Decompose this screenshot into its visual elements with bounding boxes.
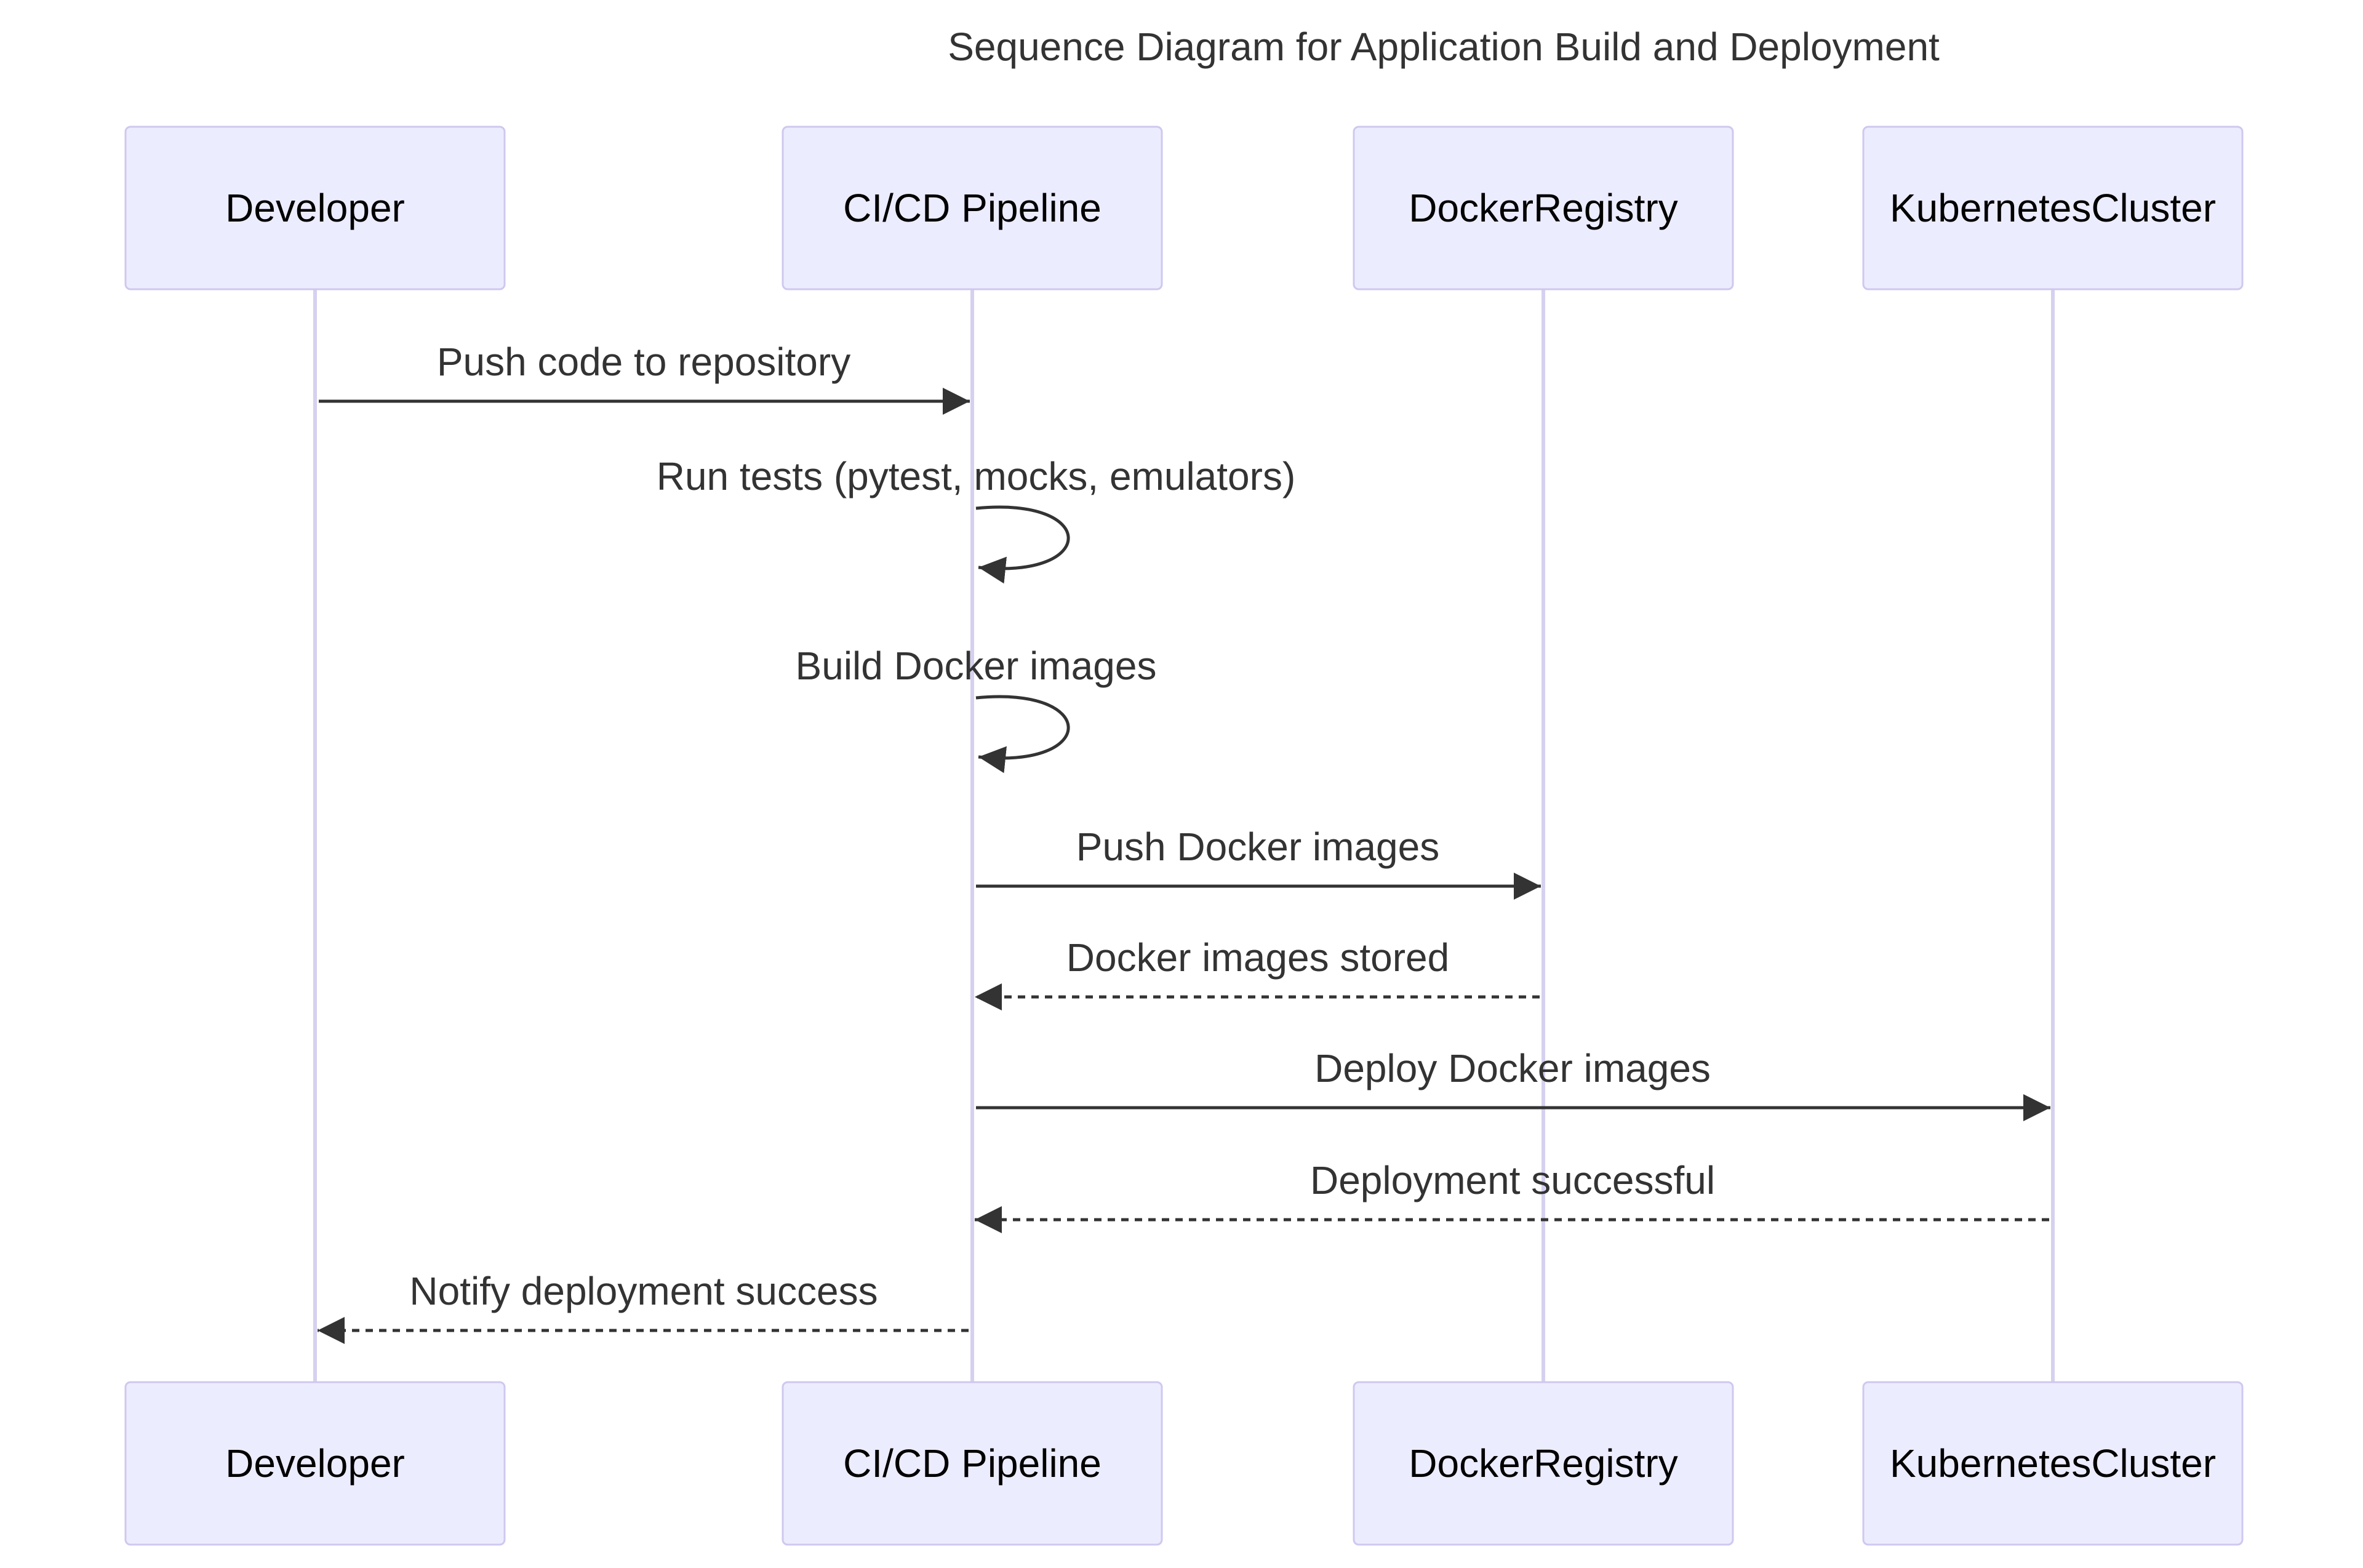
actor-box	[1353, 126, 1734, 290]
actor-label: KubernetesCluster	[1890, 186, 2216, 230]
message-8: Notify deployment success	[318, 1269, 969, 1344]
message-label: Deployment successful	[1310, 1158, 1715, 1202]
message-arrow	[975, 695, 1070, 774]
actors-bottom: Developer CI/CD Pipeline DockerRegistry Kub…	[124, 1381, 2244, 1546]
actor-ci-bottom: CI/CD Pipeline	[782, 1381, 1163, 1546]
actor-box	[782, 1381, 1163, 1546]
actor-box	[1862, 126, 2244, 290]
actor-label: CI/CD Pipeline	[843, 1441, 1102, 1486]
actor-ci-top: CI/CD Pipeline	[782, 126, 1163, 290]
actor-label: CI/CD Pipeline	[843, 186, 1102, 230]
actor-box	[124, 126, 506, 290]
actors-top: Developer CI/CD Pipeline DockerRegistry Kub…	[124, 126, 2244, 290]
message-label: Docker images stored	[1066, 935, 1449, 980]
message-1: Push code to repository	[319, 340, 970, 415]
actor-label: Developer	[225, 1441, 405, 1486]
actor-box	[1862, 1381, 2244, 1546]
actor-label: DockerRegistry	[1409, 186, 1677, 230]
actor-label: Developer	[225, 186, 405, 230]
message-4: Push Docker images	[976, 825, 1541, 900]
actor-k8s-top: KubernetesCluster	[1862, 126, 2244, 290]
actor-k8s-bottom: KubernetesCluster	[1862, 1381, 2244, 1546]
message-3: Build Docker images	[796, 644, 1157, 774]
actor-label: KubernetesCluster	[1890, 1441, 2216, 1486]
message-2: Run tests (pytest, mocks, emulators)	[657, 454, 1296, 584]
message-label: Run tests (pytest, mocks, emulators)	[657, 454, 1296, 498]
actor-box	[782, 126, 1163, 290]
actor-box	[124, 1381, 506, 1546]
message-6: Deploy Docker images	[976, 1046, 2050, 1121]
message-arrow	[975, 505, 1070, 584]
message-5: Docker images stored	[975, 935, 1540, 1010]
message-label: Notify deployment success	[409, 1269, 878, 1313]
actor-dev-bottom: Developer	[124, 1381, 506, 1546]
diagram-title: Sequence Diagram for Application Build a…	[948, 25, 1940, 69]
actor-dev-top: Developer	[124, 126, 506, 290]
message-label: Build Docker images	[796, 644, 1157, 688]
message-label: Deploy Docker images	[1314, 1046, 1711, 1090]
actor-reg-top: DockerRegistry	[1353, 126, 1734, 290]
actor-reg-bottom: DockerRegistry	[1353, 1381, 1734, 1546]
message-label: Push Docker images	[1076, 825, 1439, 869]
message-label: Push code to repository	[437, 340, 850, 384]
message-7: Deployment successful	[975, 1158, 2049, 1233]
actor-box	[1353, 1381, 1734, 1546]
lifelines	[313, 289, 2055, 1382]
actor-label: DockerRegistry	[1409, 1441, 1677, 1486]
